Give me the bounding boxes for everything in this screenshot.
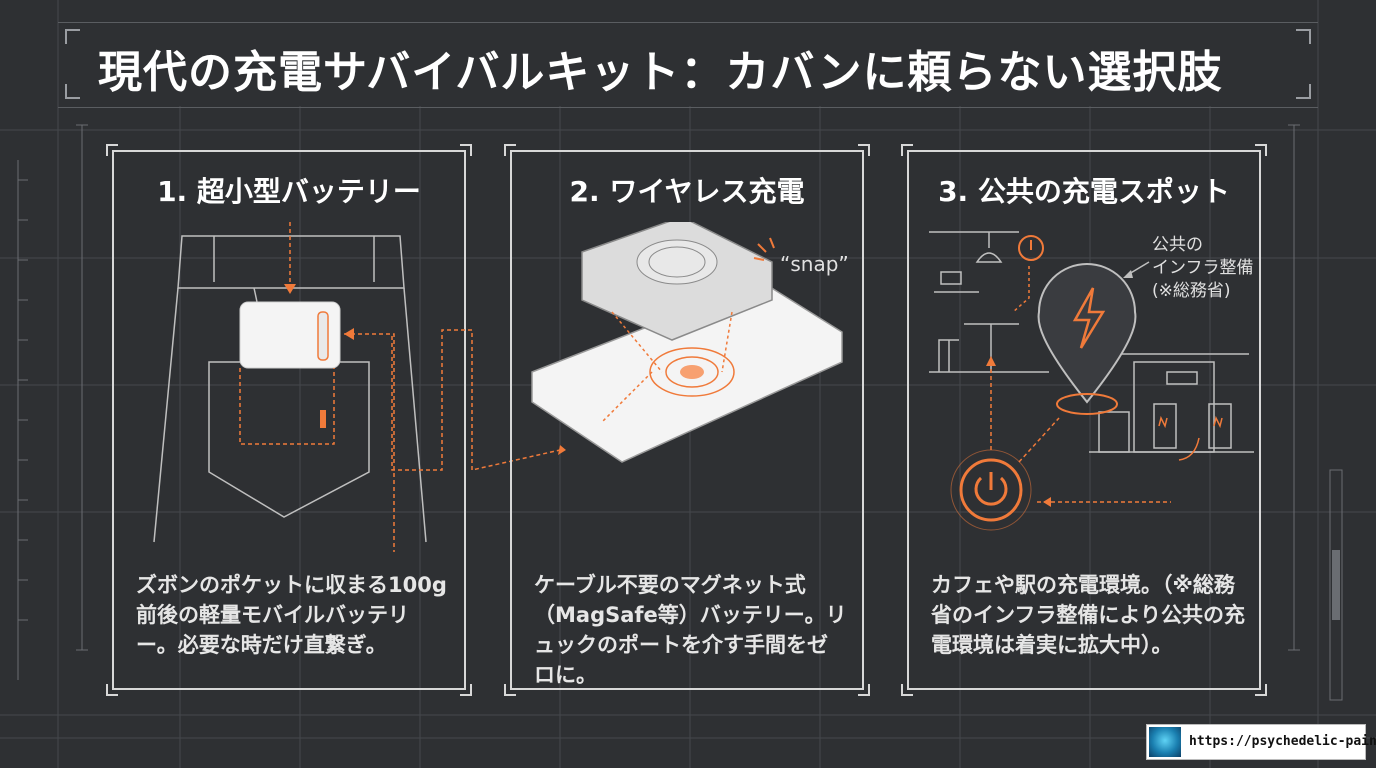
snap-annotation: “snap” [780,252,849,276]
panel-title: 1. 超小型バッテリー [157,175,421,208]
connector-line [391,329,566,471]
panel-description: ケーブル不要のマグネット式（MagSafe等）バッテリー。リュックのポートを介す… [534,573,847,687]
magsafe-phone-icon [531,222,843,463]
site-logo-icon [1149,727,1181,757]
pants-pocket-battery-icon [153,222,427,552]
panel-wireless-charging: 2. ワイヤレス充電 ケーブル不要のマグネット式（MagSafe等）バッテリー。… [504,144,870,696]
site-badge[interactable]: https://psychedelic-pain.jp/ [1146,724,1376,760]
panel-description: カフェや駅の充電環境。（※総務省のインフラ整備により公共の充電環境は着実に拡大中… [931,573,1245,657]
page-title: 現代の充電サバイバルキット：カバンに頼らない選択肢 [98,47,1223,98]
site-url-link[interactable]: https://psychedelic-pain.jp/ [1189,734,1376,749]
panel-mini-battery: 1. 超小型バッテリー ズボンのポケットに収まる100g前後の軽量モバイルバッテ… [106,144,472,696]
panel-description: ズボンのポケットに収まる100g前後の軽量モバイルバッテリー。必要な時だけ直繋ぎ… [136,573,447,657]
panel-title: 2. ワイヤレス充電 [569,175,805,208]
infra-line: インフラ整備 [1152,258,1254,278]
panel-title: 3. 公共の充電スポット [938,175,1230,208]
infra-line: 公共の [1152,235,1203,255]
infra-line: (※総務省) [1152,281,1231,301]
infra-annotation: 公共の インフラ整備 (※総務省) [1152,234,1254,303]
title-frame [58,22,1318,108]
public-charging-map-icon [929,231,1254,531]
panel-public-charging: 3. 公共の充電スポット [901,144,1267,696]
